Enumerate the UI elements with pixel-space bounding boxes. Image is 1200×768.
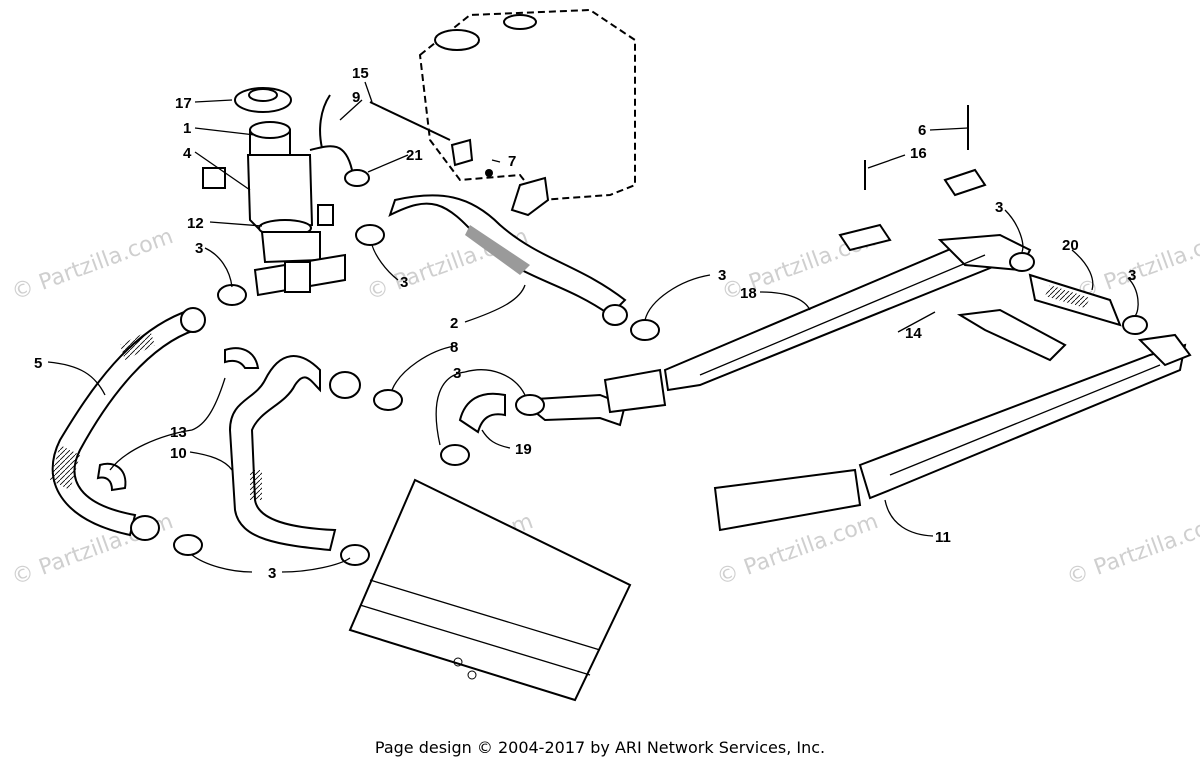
hose-2	[388, 194, 628, 326]
filler-neck-assembly	[202, 87, 346, 297]
callout-3-g: 3	[268, 565, 276, 582]
watermark: © Partzilla.com	[9, 224, 177, 306]
callout-3-f: 3	[453, 365, 461, 382]
coolant-tank	[418, 8, 636, 217]
callout-21: 21	[406, 147, 423, 164]
hose-5	[50, 307, 206, 541]
retaining-clips	[838, 105, 987, 252]
callout-2: 2	[450, 315, 458, 332]
callout-12: 12	[187, 215, 204, 232]
callout-4: 4	[183, 145, 192, 162]
callout-14: 14	[905, 325, 922, 342]
hose-10	[228, 355, 361, 552]
callout-3-e: 3	[1128, 267, 1136, 284]
callout-5: 5	[34, 355, 42, 372]
callout-labels: 17 1 4 12 15 9 21 7 6 16 3 3 3 3 3 3 3 5…	[34, 65, 1136, 582]
overflow-tube	[309, 94, 474, 187]
hose-20	[1028, 273, 1122, 327]
hose-19	[458, 392, 627, 434]
callout-11: 11	[935, 529, 951, 546]
callout-3-b: 3	[400, 274, 408, 291]
callout-10: 10	[170, 445, 187, 462]
callout-9: 9	[352, 89, 360, 106]
callout-3-d: 3	[995, 199, 1003, 216]
callout-15: 15	[352, 65, 369, 82]
callout-7: 7	[508, 153, 516, 170]
callout-20: 20	[1062, 237, 1079, 254]
footer-copyright: Page design © 2004-2017 by ARI Network S…	[374, 738, 826, 757]
callout-3-a: 3	[195, 240, 203, 257]
callout-8: 8	[450, 339, 458, 356]
leader-lines	[47, 81, 1139, 573]
callout-3-c: 3	[718, 267, 726, 284]
radiator-11	[713, 333, 1192, 532]
callout-13: 13	[170, 424, 187, 441]
callout-18: 18	[740, 285, 757, 302]
heat-exchanger-panel	[348, 478, 632, 702]
callout-1: 1	[183, 120, 191, 137]
callout-19: 19	[515, 441, 532, 458]
bracket-14	[957, 308, 1067, 362]
callout-6: 6	[918, 122, 926, 139]
callout-16: 16	[910, 145, 927, 162]
callout-17: 17	[175, 95, 192, 112]
watermark: © Partzilla.com	[1064, 509, 1200, 591]
